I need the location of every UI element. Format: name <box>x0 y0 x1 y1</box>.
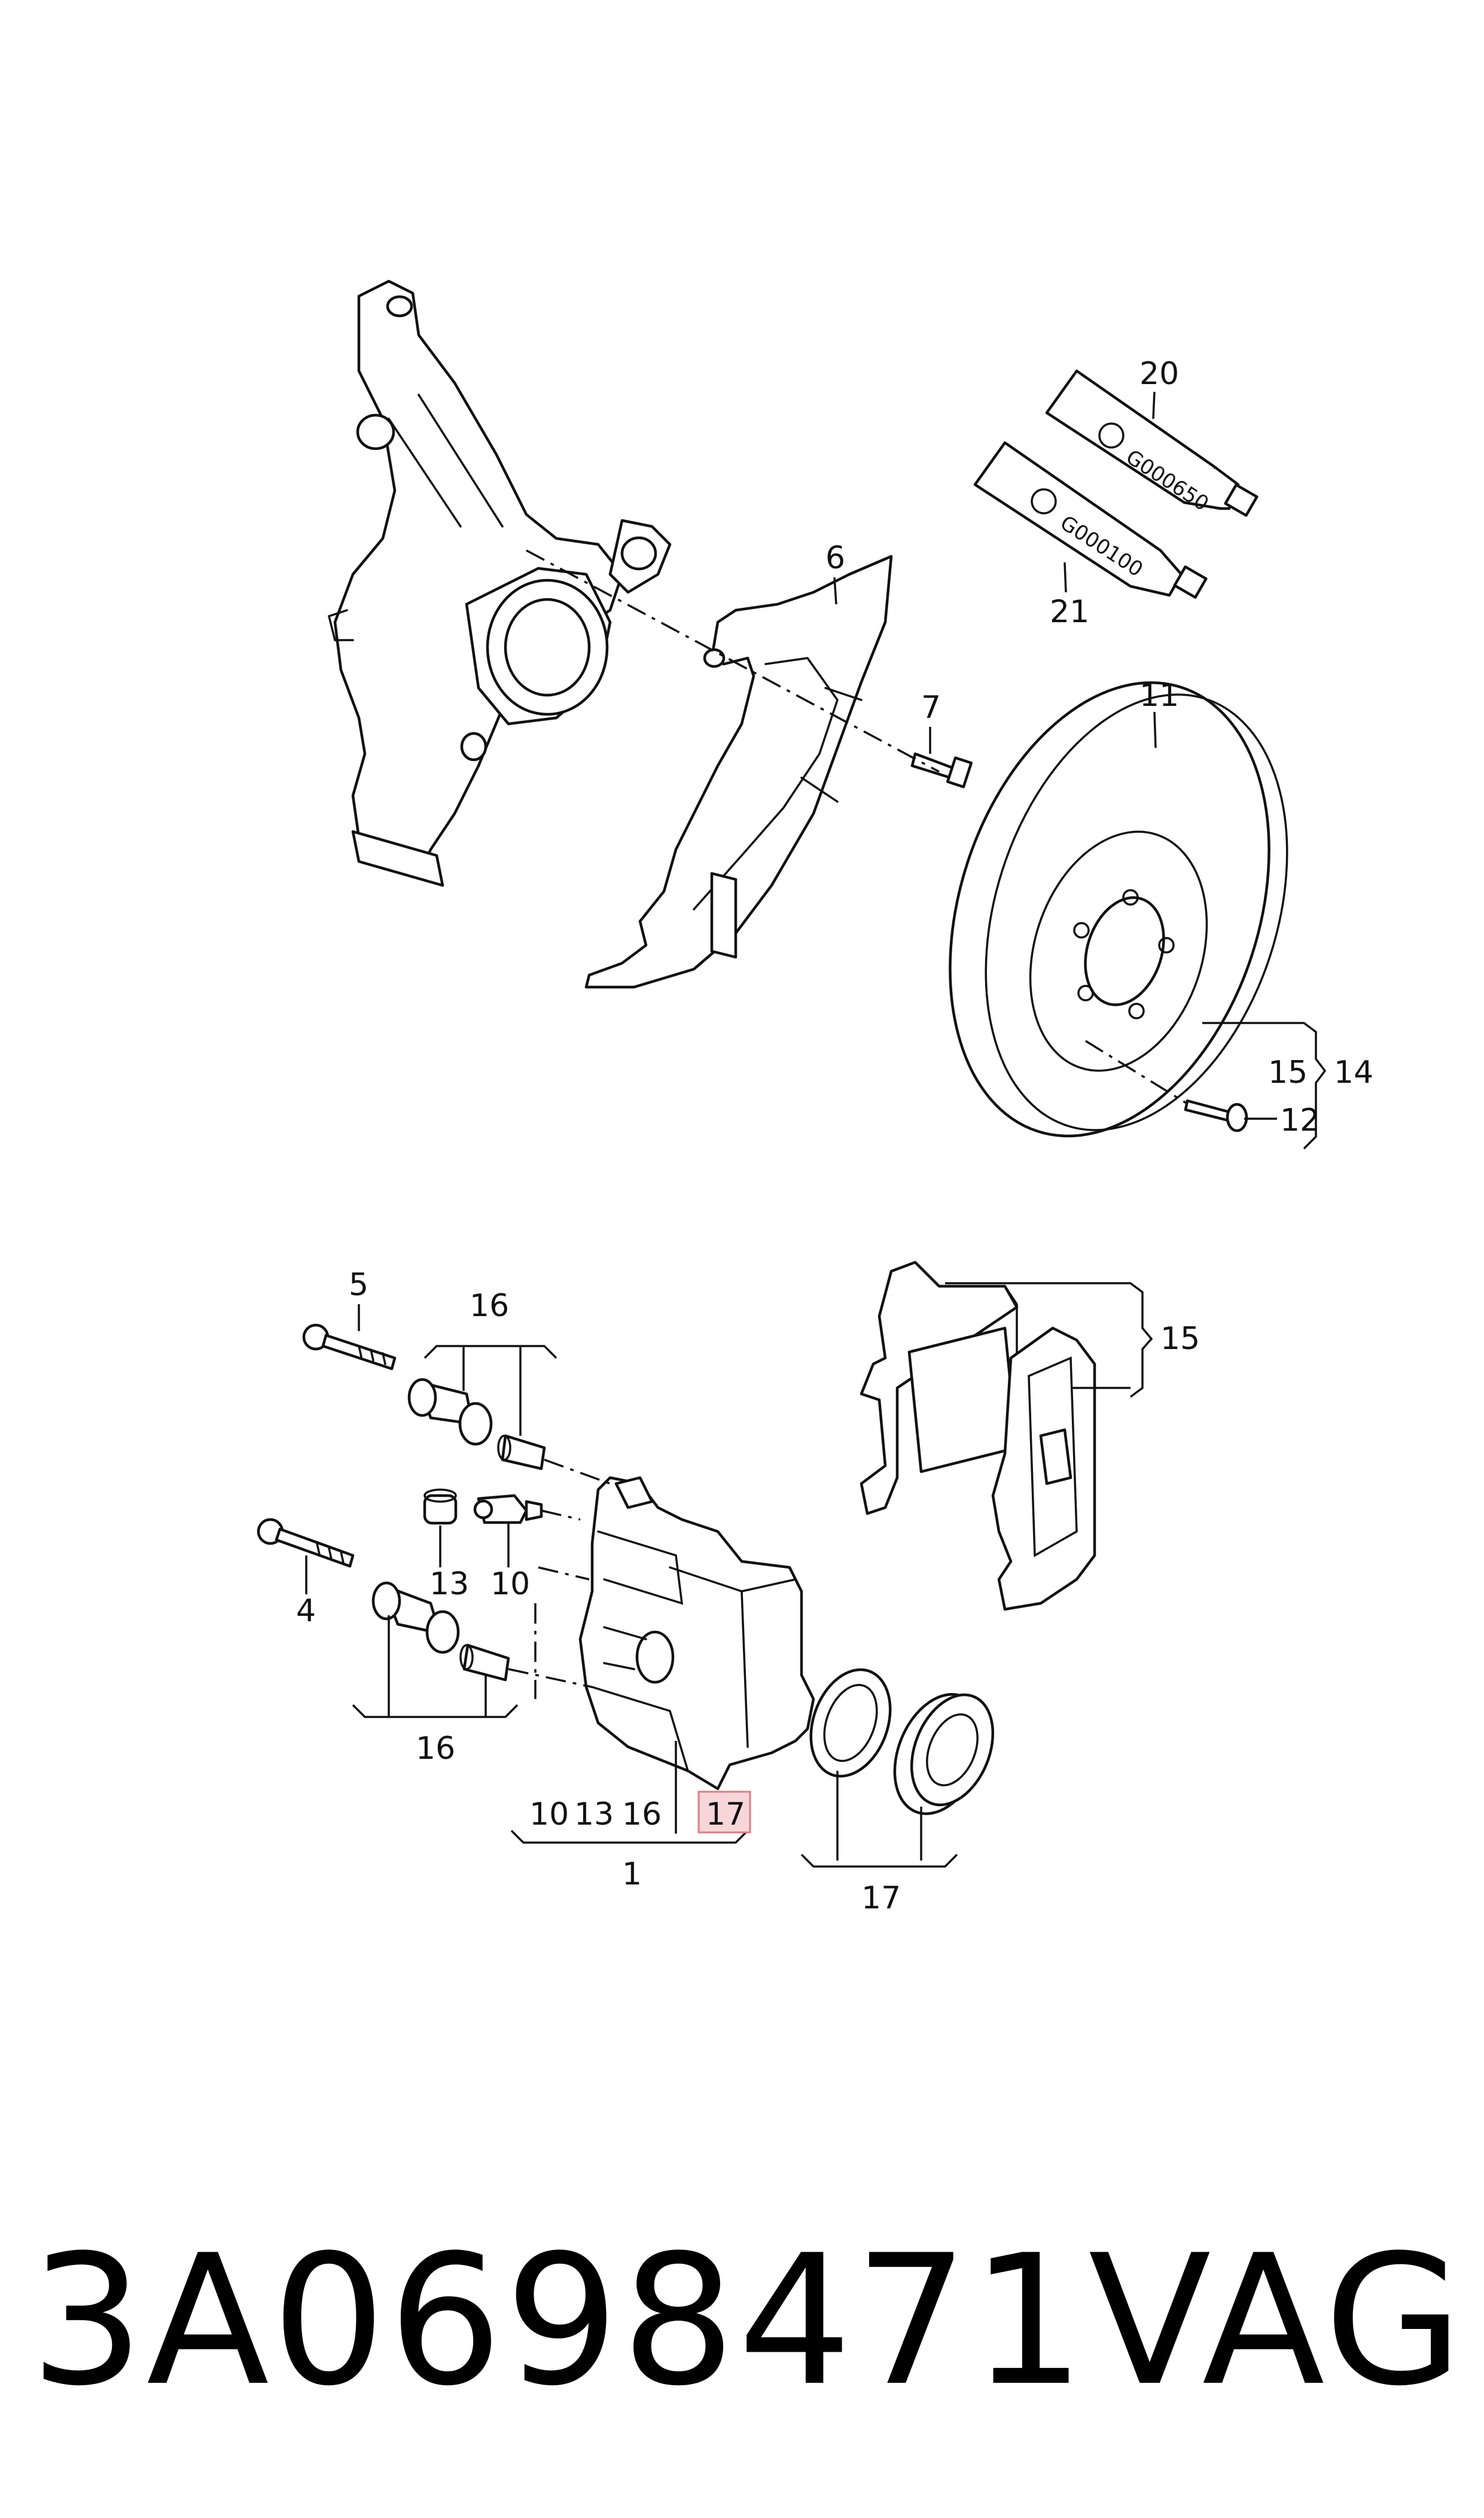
callout-14: 14 <box>1334 1055 1373 1091</box>
bleed-valve-10 <box>473 1494 543 1524</box>
callout-6: 6 <box>825 540 845 576</box>
callout-4: 4 <box>296 1593 316 1629</box>
brake-caliper <box>578 1476 815 1791</box>
callout-20: 20 <box>1139 356 1179 392</box>
splash-shield <box>584 555 893 989</box>
guide-bolt-4 <box>257 1518 355 1568</box>
bolt-12 <box>1184 1099 1248 1132</box>
cap-13 <box>423 1488 458 1525</box>
grease-tube-20: G000650 <box>1045 369 1258 517</box>
callout-15-pads: 15 <box>1160 1321 1200 1357</box>
leader-lines <box>305 391 1327 1868</box>
axis-line-upper-guide <box>544 1459 611 1485</box>
dust-boot <box>893 1693 995 1815</box>
bolt-7 <box>910 752 973 788</box>
guide-bushing-lower <box>371 1581 460 1654</box>
callout-5: 5 <box>349 1267 368 1303</box>
brake-pad-outer <box>860 1260 1019 1515</box>
callout-7: 7 <box>921 690 941 726</box>
piston-seal <box>809 1668 892 1778</box>
footer: 3A0698471 VAG <box>30 2213 1465 2429</box>
guide-sleeve-upper <box>497 1434 546 1470</box>
callout-1-sub-16: 16 <box>622 1797 662 1832</box>
callout-16-upper: 16 <box>470 1288 509 1324</box>
guide-bolt-5 <box>302 1323 397 1371</box>
steering-knuckle <box>327 279 672 887</box>
guide-sleeve-lower <box>459 1643 510 1682</box>
highlight-box-17 <box>697 1791 751 1834</box>
callout-1-sub-13: 13 <box>574 1797 614 1832</box>
callout-12: 12 <box>1280 1103 1320 1138</box>
brake-pad-inner <box>991 1326 1096 1611</box>
brake-disc <box>949 681 1288 1138</box>
callout-21: 21 <box>1050 594 1089 630</box>
callout-10: 10 <box>490 1566 530 1602</box>
guide-bushing-upper <box>407 1378 493 1446</box>
callout-17: 17 <box>861 1880 901 1916</box>
callout-1-sub-10: 10 <box>529 1797 569 1832</box>
callout-17-highlighted: 17 <box>706 1797 745 1832</box>
callout-11: 11 <box>1139 678 1179 714</box>
axis-line-lower-guide <box>508 1668 593 1688</box>
callout-15-disc: 15 <box>1268 1055 1308 1091</box>
callout-16-lower: 16 <box>416 1731 455 1767</box>
callout-13: 13 <box>429 1566 469 1602</box>
axis-line-bleed <box>541 1509 581 1521</box>
axis-line-caliper-top <box>538 1566 590 1581</box>
axis-line-upper <box>526 549 940 773</box>
callout-1: 1 <box>622 1856 642 1892</box>
part-number: 3A0698471 <box>30 2216 1088 2425</box>
exploded-parts-diagram: G000650 G000100 <box>257 279 1373 1916</box>
brand-name: VAG <box>1088 2216 1465 2425</box>
axis-line-disc <box>1085 1040 1188 1105</box>
